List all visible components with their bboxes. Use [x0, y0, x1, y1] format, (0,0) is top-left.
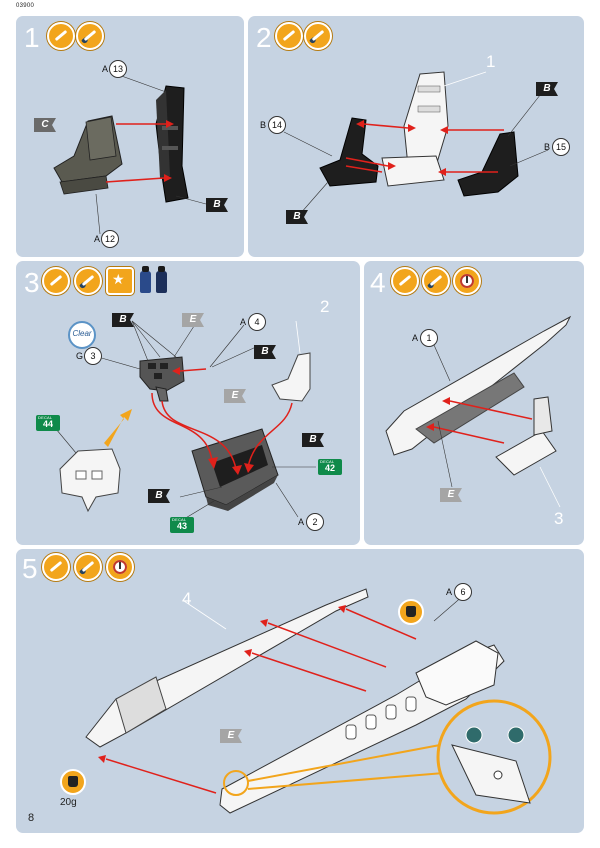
part-number-12: 12: [101, 230, 119, 248]
decal-bottle-icon: [156, 266, 167, 293]
step-4-illustration: [385, 315, 572, 508]
fuselage-left-half: [85, 588, 369, 748]
seat-frame-part: [155, 85, 189, 203]
part-number-3: 3: [84, 347, 102, 365]
subassembly-ref-3: 3: [554, 509, 564, 528]
color-flag-b: B: [302, 433, 324, 447]
part-prefix: A: [240, 317, 247, 327]
step-4-panel: 4 A 1 E 3: [364, 261, 584, 545]
paint-brush-icon: [74, 553, 102, 581]
clear-paint-icon: Clear: [68, 321, 96, 349]
clock-icon: [453, 267, 481, 295]
color-flag-b: B: [254, 345, 276, 359]
subassembly-ref-4: 4: [182, 589, 192, 608]
step-3-illustration: [55, 320, 316, 520]
side-panel-left-part: [319, 117, 379, 187]
detail-magnifier: [436, 699, 552, 815]
part-prefix: G: [76, 351, 84, 361]
part-number-13: 13: [109, 60, 127, 78]
part-number-2: 2: [306, 513, 324, 531]
decal-star-icon: [106, 267, 134, 295]
subassembly-ref-2: 2: [320, 297, 330, 316]
fuselage-half-part: [385, 315, 572, 456]
step-1-panel: 1 A 13 C B A 12: [16, 16, 244, 257]
glue-icon: [47, 22, 75, 50]
glue-icon: [42, 267, 70, 295]
color-flag-b: B: [206, 198, 228, 212]
page-number: 8: [28, 812, 35, 824]
glue-icon: [275, 22, 303, 50]
seat-cushion-part: [53, 115, 123, 195]
paint-brush-icon: [422, 267, 450, 295]
decal-number: 44: [42, 419, 53, 429]
fuselage-right-half: [219, 640, 505, 814]
direction-arrow: [104, 409, 132, 447]
glue-icon: [391, 267, 419, 295]
part-number-1: 1: [420, 329, 438, 347]
preview-cockpit-white: [59, 448, 121, 513]
part-number-4: 4: [248, 313, 266, 331]
step-number: 5: [22, 553, 38, 584]
step-1-illustration: [53, 73, 207, 235]
clock-icon: [106, 553, 134, 581]
paint-brush-icon: [304, 22, 332, 50]
decal-label: DECAL: [38, 415, 53, 420]
step-number: 4: [370, 267, 386, 298]
color-flag-b: B: [536, 82, 558, 96]
step-2-illustration: [283, 71, 549, 215]
decal-softener-bottle-icon: [140, 266, 151, 293]
color-flag-e: E: [220, 729, 242, 743]
step-5-panel: 5 4 A 6 E 20g: [16, 549, 584, 833]
color-flag-b: B: [148, 489, 170, 503]
cockpit-subassembly: [495, 396, 557, 476]
weight-icon: [60, 769, 86, 795]
side-panel-right-part: [457, 131, 519, 197]
seat-white-part: [271, 352, 311, 402]
color-flag-e: E: [182, 313, 204, 327]
part-prefix: A: [298, 517, 305, 527]
step-2-panel: 2 1 B 14 B 15 B B: [248, 16, 584, 257]
part-prefix: A: [94, 234, 101, 244]
part-prefix: B: [260, 120, 267, 130]
step-number: 1: [24, 22, 40, 53]
paint-brush-icon: [74, 267, 102, 295]
color-flag-b: B: [286, 210, 308, 224]
assembly-arrow: [105, 177, 165, 183]
step-5-illustration: [85, 588, 552, 815]
part-prefix: A: [102, 64, 109, 74]
instrument-panel-part: [139, 356, 185, 402]
color-flag-c: C: [34, 118, 56, 132]
part-number-14: 14: [268, 116, 286, 134]
color-flag-b: B: [112, 313, 134, 327]
paint-brush-icon: [76, 22, 104, 50]
weight-icon: [398, 599, 424, 625]
decal-label: DECAL: [320, 459, 335, 464]
decal-number: 42: [324, 463, 335, 473]
seat-assembly-white: [381, 71, 449, 187]
weight-label: 20g: [60, 797, 77, 808]
color-flag-e: E: [224, 389, 246, 403]
part-number-6: 6: [454, 583, 472, 601]
color-flag-e: E: [440, 488, 462, 502]
part-prefix: A: [412, 333, 419, 343]
step-number: 2: [256, 22, 272, 53]
decal-number: 43: [176, 521, 187, 531]
document-code: 03900: [16, 3, 35, 9]
subassembly-ref-1: 1: [486, 52, 496, 71]
part-number-15: 15: [552, 138, 570, 156]
step-number: 3: [24, 267, 40, 298]
part-prefix: A: [446, 587, 453, 597]
part-prefix: B: [544, 142, 551, 152]
glue-icon: [42, 553, 70, 581]
decal-label: DECAL: [172, 517, 187, 522]
